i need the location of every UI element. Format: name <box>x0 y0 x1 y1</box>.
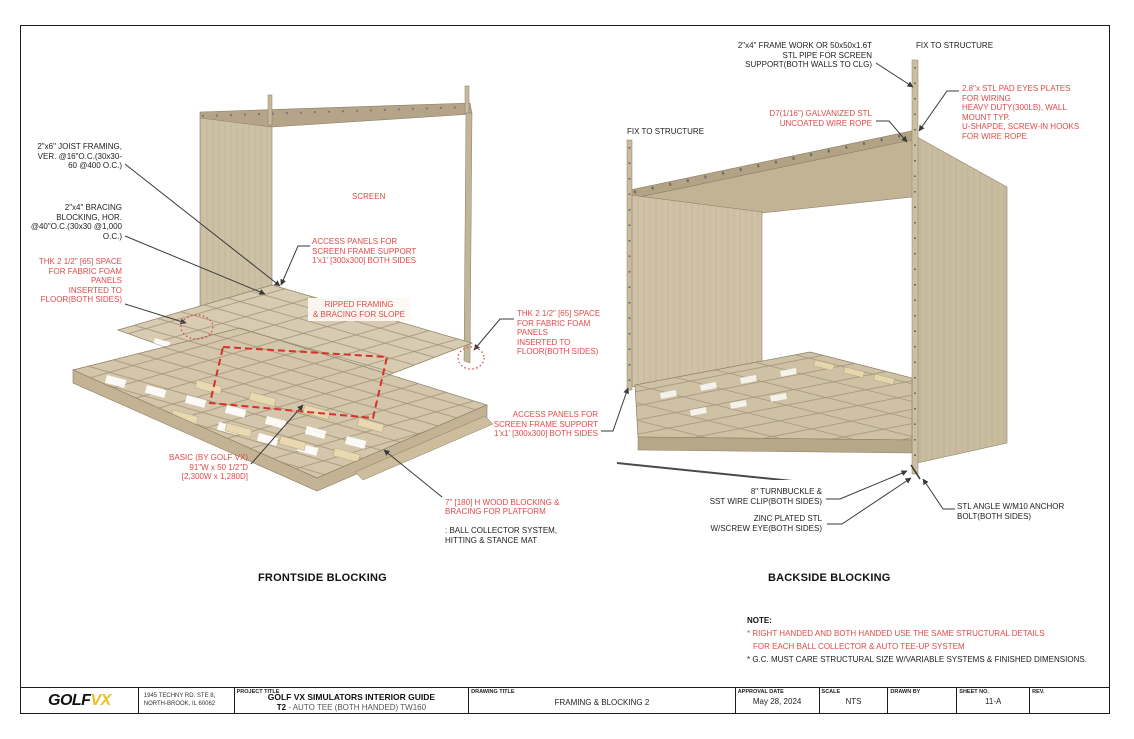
scale-cell: SCALE NTS <box>818 688 888 713</box>
project-title-label: PROJECT TITLE <box>236 689 280 695</box>
drawing-title-label: DRAWING TITLE <box>471 689 515 695</box>
annotation-basic-platform: BASIC (BY GOLF VX) 91"W x 50 1/2"D [2,30… <box>169 453 248 481</box>
note-heading: NOTE: <box>747 616 772 625</box>
sheet-no-label: SHEET NO. <box>959 689 989 695</box>
annotation-ripped-framing: RIPPED FRAMING & BRACING FOR SLOPE <box>308 298 411 321</box>
approval-date-value: May 28, 2024 <box>752 697 802 706</box>
approval-date-label: APPROVAL DATE <box>737 689 784 695</box>
turnbuckle-hardware <box>910 464 921 480</box>
drawn-by-label: DRAWN BY <box>890 689 921 695</box>
project-title: GOLF VX SIMULATORS INTERIOR GUIDE <box>267 692 436 702</box>
annotation-zinc-plated: ZINC PLATED STL W/SCREW EYE(BOTH SIDES) <box>710 514 822 533</box>
project-title-cell: PROJECT TITLE GOLF VX SIMULATORS INTERIO… <box>233 688 469 713</box>
address-cell: 1945 TECHNY RD. STE 8, NORTH-BROOK, IL 6… <box>137 688 234 713</box>
annotation-wood-blocking-black: : BALL COLLECTOR SYSTEM, HITTING & STANC… <box>445 526 558 545</box>
annotation-foam-space-left: THK 2 1/2" [65] SPACE FOR FABRIC FOAM PA… <box>38 257 122 304</box>
support-post <box>464 85 470 115</box>
annotation-screen: SCREEN <box>352 192 386 201</box>
annotation-joist-framing: 2"x6" JOIST FRAMING, VER. @16"O.C.(30x30… <box>37 142 122 170</box>
logo-golf: GOLF <box>48 691 91 709</box>
right-fix-pole <box>911 59 919 475</box>
annotation-access-panels-right: ACCESS PANELS FOR SCREEN FRAME SUPPORT 1… <box>493 410 598 438</box>
annotation-foam-space-right: THK 2 1/2" [65] SPACE FOR FABRIC FOAM PA… <box>517 309 601 356</box>
left-fix-pole <box>626 139 633 391</box>
frontside-caption: FRONTSIDE BLOCKING <box>258 572 387 584</box>
logo-vx: VX <box>90 691 111 709</box>
right-frame-strip <box>463 112 473 364</box>
note-black-line: * G.C. MUST CARE STRUCTURAL SIZE W/VARIA… <box>747 655 1087 664</box>
annotation-pad-eyes: 2.8"x STL PAD EYES PLATES FOR WIRING HEA… <box>962 84 1080 141</box>
project-subtitle-rest: - AUTO TEE (BOTH HANDED) TW160 <box>286 703 427 712</box>
note-block: NOTE: * RIGHT HANDED AND BOTH HANDED USE… <box>747 614 1087 666</box>
annotation-stl-angle: STL ANGLE W/M10 ANCHOR BOLT(BOTH SIDES) <box>957 502 1065 521</box>
blocking-boards <box>813 359 895 385</box>
anchor-shadow-line <box>616 462 793 480</box>
drawing-title-cell: DRAWING TITLE FRAMING & BLOCKING 2 <box>468 688 735 713</box>
note-red-line2: FOR EACH BALL COLLECTOR & AUTO TEE-UP SY… <box>753 642 965 651</box>
project-subtitle-code: T2 <box>276 703 287 712</box>
annotation-fix-right: FIX TO STRUCTURE <box>916 41 994 50</box>
sheet-no-cell: SHEET NO. 11-A <box>956 688 1029 713</box>
rev-label: REV. <box>1032 689 1045 695</box>
sheet-no-value: 11-A <box>985 697 1002 706</box>
annotation-wood-blocking-red: 7" [180] H WOOD BLOCKING & BRACING FOR P… <box>445 497 560 517</box>
approval-date-cell: APPROVAL DATE May 28, 2024 <box>734 688 819 713</box>
left-wall-grain <box>631 195 762 387</box>
annotation-bracing-blocking: 2"x4" BRACING BLOCKING, HOR. @40"O.C.(30… <box>30 203 122 241</box>
annotation-frame-work: 2"x4" FRAME WORK OR 50x50x1.6T STL PIPE … <box>737 41 872 69</box>
scale-value: NTS <box>845 697 862 706</box>
annotation-wood-blocking: 7" [180] H WOOD BLOCKING & BRACING FOR P… <box>445 488 559 555</box>
drawing-title: FRAMING & BLOCKING 2 <box>554 698 650 707</box>
annotation-fix-left: FIX TO STRUCTURE <box>627 127 705 136</box>
support-post <box>267 94 273 126</box>
annotation-wire-rope: D7(1/16") GALVANIZED STL UNCOATED WIRE R… <box>769 109 872 128</box>
annotation-access-panels-left: ACCESS PANELS FOR SCREEN FRAME SUPPORT 1… <box>312 237 417 265</box>
floor-skirt <box>637 436 913 454</box>
drawn-by-cell: DRAWN BY <box>887 688 956 713</box>
company-address: 1945 TECHNY RD. STE 8, NORTH-BROOK, IL 6… <box>143 693 216 707</box>
annotation-turnbuckle: 8" TURNBUCKLE & SST WIRE CLIP(BOTH SIDES… <box>709 487 822 506</box>
scale-label: SCALE <box>821 689 841 695</box>
backside-drawing <box>616 59 1008 480</box>
backside-caption: BACKSIDE BLOCKING <box>768 572 891 584</box>
rev-cell: REV. <box>1029 688 1109 713</box>
project-subtitle: T2 - AUTO TEE (BOTH HANDED) TW160 <box>235 703 469 712</box>
right-wall-grain <box>917 137 1007 463</box>
note-red-line1: * RIGHT HANDED AND BOTH HANDED USE THE S… <box>747 629 1045 638</box>
